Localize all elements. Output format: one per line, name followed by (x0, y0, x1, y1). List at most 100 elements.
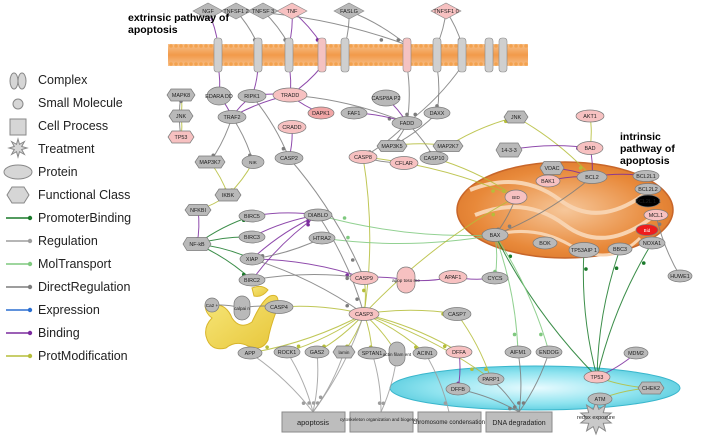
process-cytoskeleton: cytoskeleton organization and biogenesis (340, 411, 423, 433)
node-label: CASP3 (355, 312, 373, 318)
node-tradd: TRADD (272, 87, 308, 103)
node-noxa1: NOXA1 (638, 236, 666, 250)
node-label: DAXX (430, 111, 445, 117)
ligand-label: TNFSF 3 (252, 9, 274, 15)
process-cytoskeleton-label: cytoskeleton organization and biogenesis (340, 417, 423, 422)
node-label: 14-3-3 (501, 148, 517, 154)
node-label: RIPK1 (244, 94, 260, 100)
mitochondrion (456, 161, 674, 259)
node-daxx: DAXX (423, 106, 451, 120)
node-label: MAPK8 (172, 93, 190, 99)
node-cradd: CRADD (277, 120, 307, 134)
process-chromosome-label: chromosome condensation (413, 420, 485, 426)
node-birc2: BIRC2 (238, 273, 266, 287)
node-fadd: FADD (391, 116, 423, 130)
node-label: APAF1 (445, 275, 462, 281)
node-label: BCL2L1 (636, 174, 655, 180)
node-rock1: ROCK1 (273, 345, 301, 359)
node-gas2: GAS2 (304, 345, 330, 359)
node-bok: BOK (532, 236, 558, 250)
legend-regulation: Regulation (38, 234, 98, 248)
node-bcl2l1: BCL2L1 (632, 170, 660, 182)
node-nfkb: NF-kB (182, 237, 212, 251)
legend-direct-regulation: DirectRegulation (38, 280, 131, 294)
redox-label: redox exposure (577, 415, 615, 421)
node-acin1: ACIN1 (412, 346, 438, 360)
node-label: CASP8 (354, 155, 372, 161)
node-label: Bid (644, 228, 651, 233)
node-label: CASP4 (270, 305, 288, 311)
legend-functional-class: Functional Class (38, 188, 131, 202)
ligand-label: NGF (202, 9, 214, 15)
node-label: Ca2 + (206, 303, 219, 308)
node-traf2: TRAF2 (217, 110, 247, 124)
node-bak1: BAK1 (535, 174, 561, 188)
node-faf1: FAF1 (340, 106, 368, 120)
node-label: CHEK2 (642, 386, 660, 392)
node-label: DIABLO (308, 213, 328, 219)
node-bcl2l11: BCL2L 1 1 (635, 194, 661, 208)
node-apaf1: APAF1 (438, 270, 468, 284)
node-lamin: lamin (332, 345, 356, 359)
node-label: BID (512, 195, 520, 200)
node-label: CASP8A P2 (371, 96, 400, 102)
node-label: AKT1 (583, 114, 596, 120)
node-apoptosome: apop toso me (392, 266, 420, 294)
node-akt1: AKT1 (575, 109, 605, 123)
node-label: MAP3K7 (199, 160, 220, 166)
endoplasmic-reticulum (204, 285, 279, 350)
node-bid: BID (504, 189, 528, 205)
node-label: lamin (339, 350, 350, 355)
node-label: JNK (176, 114, 187, 120)
legend-binding: Binding (38, 326, 80, 340)
process-dna-degradation: DNA degradation (485, 411, 553, 433)
node-n1433: 14-3-3 (495, 142, 523, 158)
process-apoptosis-label: apoptosis (297, 418, 329, 427)
node-label: calpai n (234, 306, 250, 311)
node-dapk1: DAPK1 (307, 106, 335, 120)
node-label: JNK (511, 115, 522, 121)
node-label: BAD (584, 146, 595, 152)
node-label: IKBK (222, 193, 235, 199)
node-aifm1: AIFM1 (504, 345, 532, 359)
node-label: GAS2 (310, 350, 324, 356)
node-label: EDARA DD (205, 94, 233, 100)
legend-protein: Protein (38, 165, 78, 179)
node-label: ROCK1 (278, 350, 297, 356)
node-label: HTRA2 (313, 236, 331, 242)
node-label: CASP2 (280, 156, 298, 162)
node-ripk1: RIPK1 (237, 89, 267, 103)
membrane-receptor (432, 37, 442, 73)
node-label: MAP2K7 (437, 144, 458, 150)
node-bad: BAD (576, 141, 604, 155)
node-atm: ATM (587, 392, 613, 406)
node-label: VDAC (545, 166, 560, 172)
node-mcl1: MCL1 (643, 209, 669, 221)
legend-prot-modification: ProtModification (38, 349, 128, 363)
legend-treatment: Treatment (38, 142, 95, 156)
node-label: DFFB (451, 387, 465, 393)
node-label: NOXA1 (643, 241, 661, 247)
node-label: BOK (539, 241, 551, 247)
node-app: APP (237, 346, 263, 360)
legend-promoter-binding: PromoterBinding (38, 211, 132, 225)
node-label: TP53 (175, 135, 188, 141)
ligand-label: TNFSF1 0 (433, 9, 458, 15)
membrane-receptor (340, 37, 350, 73)
node-label: TRADD (281, 93, 300, 99)
node-actin: actin filam ent (383, 341, 412, 367)
node-label: actin filam ent (383, 352, 412, 357)
node-bid2: Bid (635, 224, 659, 236)
node-label: DAPK1 (312, 111, 330, 117)
node-cflar: CFLAR (389, 156, 419, 170)
node-label: PARP1 (482, 377, 499, 383)
process-dna-label: DNA degradation (492, 420, 545, 427)
node-label: MAP3K5 (381, 144, 402, 150)
node-label: CASP9 (355, 276, 373, 282)
node-label: BCL2 (585, 175, 599, 181)
nucleus (389, 365, 681, 411)
node-tp53a: TP53 (167, 130, 195, 144)
node-edaradd: EDARA DD (205, 86, 233, 106)
